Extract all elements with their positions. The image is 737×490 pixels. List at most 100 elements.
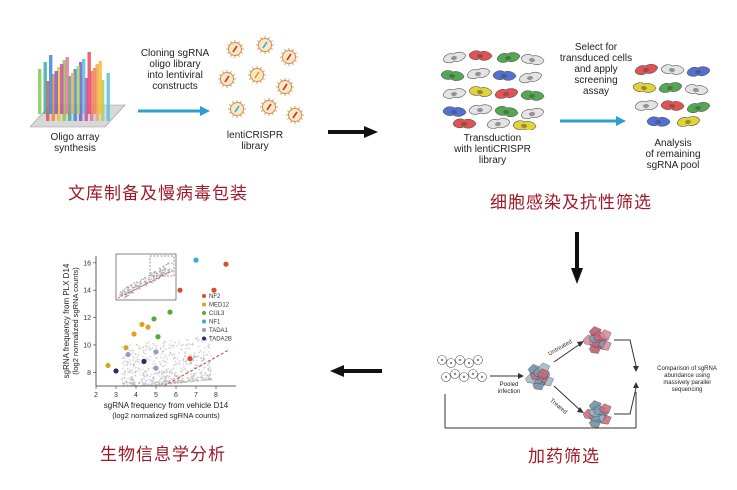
data-point-nf1 (193, 257, 199, 263)
cell (686, 102, 711, 113)
data-point-tada1 (125, 351, 131, 358)
cell (492, 70, 517, 81)
oligo-bar (84, 78, 88, 121)
trend-line (163, 349, 229, 387)
x-tick-label: 2 (94, 392, 98, 399)
cell (466, 68, 491, 79)
cell (442, 88, 467, 99)
flow-arrow-right (328, 126, 378, 138)
virus-particle (226, 40, 244, 58)
oligo-array-label: Oligo array synthesis (50, 132, 100, 154)
y-tick-label: 16 (83, 260, 91, 267)
oligo-bar (49, 55, 53, 114)
cell (634, 64, 659, 75)
cell (660, 100, 685, 111)
cell (599, 329, 612, 340)
cell (442, 106, 467, 117)
data-point-cul3 (151, 316, 157, 322)
lentivirus-particles-graphic (218, 36, 304, 124)
y-tick-label: 12 (83, 315, 91, 322)
transduced-cells-graphic (440, 50, 545, 130)
data-point-tada2b (141, 358, 147, 364)
cell (634, 100, 659, 111)
oligo-bar (101, 80, 105, 121)
x-tick-label: 8 (214, 392, 218, 399)
cell (496, 52, 521, 63)
comparison-label: Comparison of sgRNA abundance using mass… (657, 366, 717, 393)
virus-particle (276, 78, 294, 96)
cell (520, 108, 545, 119)
inset-plot (115, 253, 177, 301)
process-arrow-2 (560, 116, 626, 126)
oligo-bar (46, 81, 50, 121)
panel-drug-screening: Untreated Treated Pooled infection Compa… (430, 318, 730, 478)
cell (512, 120, 537, 130)
data-point-cul3 (155, 334, 161, 340)
lenticrispr-library-label: lentiCRISPR library (226, 130, 284, 152)
x-axis-label: sgRNA frequency from vehicle D14 (104, 401, 229, 410)
oligo-array-graphic (30, 52, 126, 128)
analysis-label: Analysis of remaining sgRNA pool (645, 138, 701, 171)
oligo-bar (73, 69, 77, 121)
virus-particle (280, 48, 298, 66)
virus-particle (260, 98, 278, 116)
cell (684, 84, 709, 95)
y-tick-label: 14 (83, 288, 91, 295)
panel1-chinese-title: 文库制备及慢病毒包装 (68, 184, 248, 204)
legend-marker (202, 311, 206, 315)
legend-marker (202, 328, 206, 332)
oligo-bar (79, 62, 83, 121)
oligo-bar (65, 57, 69, 114)
y-axis-label: sgRNA frequency from PLX D14 (62, 263, 71, 378)
data-point-med12 (123, 345, 129, 351)
legend-label: TADA1 (209, 328, 229, 334)
oligo-bar (62, 60, 66, 121)
cell (660, 64, 685, 75)
cell (676, 116, 701, 127)
y-axis-sublabel: (log2 normalized sgRNA counts) (71, 267, 80, 375)
panel2-chinese-title: 细胞感染及抗性筛选 (490, 193, 652, 213)
x-tick-label: 4 (134, 392, 138, 399)
panel-transduction-selection: Transduction with lentiCRISPR library Se… (440, 30, 730, 213)
legend-label: TADA2B (209, 337, 232, 343)
oligo-bar (43, 62, 47, 114)
data-point-nf2 (177, 287, 183, 293)
panel-library-preparation: Oligo array synthesis Cloning sgRNA olig… (30, 30, 320, 210)
cell (658, 82, 683, 93)
cell (468, 104, 493, 115)
legend-marker (202, 294, 206, 298)
legend-label: MED12 (209, 303, 230, 309)
data-point-med12 (145, 324, 151, 330)
oligo-bar (90, 71, 94, 121)
cell (646, 116, 671, 127)
panel3-chinese-title: 加药筛选 (528, 447, 600, 467)
cell (520, 54, 545, 65)
cell (686, 66, 711, 77)
oligo-bar (93, 68, 97, 114)
oligo-bar (98, 61, 102, 114)
legend-marker (202, 319, 206, 324)
cell (452, 118, 477, 129)
data-point-nf2 (223, 261, 229, 267)
untreated-label: Untreated (548, 339, 574, 357)
data-point-cul3 (167, 309, 173, 315)
cell (468, 50, 493, 61)
flow-arrow-left (330, 365, 382, 377)
cell (486, 118, 511, 129)
x-tick-label: 6 (174, 392, 178, 399)
flow-arrow-down (571, 232, 583, 284)
oligo-bar (38, 69, 42, 114)
cell (442, 51, 466, 64)
oligo-bar (76, 66, 80, 114)
data-point-tada1 (153, 365, 159, 371)
cell (632, 82, 657, 93)
y-tick-label: 10 (83, 342, 91, 349)
select-screening-label: Select for transduced cells and apply sc… (559, 42, 633, 97)
remaining-cells-graphic (632, 64, 711, 127)
legend-label: NF2 (209, 294, 221, 300)
pooled-infection-label: Pooled infection (497, 382, 521, 395)
virus-particle (256, 36, 274, 54)
oligo-bar (57, 67, 61, 121)
oligo-bar (71, 73, 75, 114)
x-axis-sublabel: (log2 normalized sgRNA counts) (112, 411, 220, 420)
